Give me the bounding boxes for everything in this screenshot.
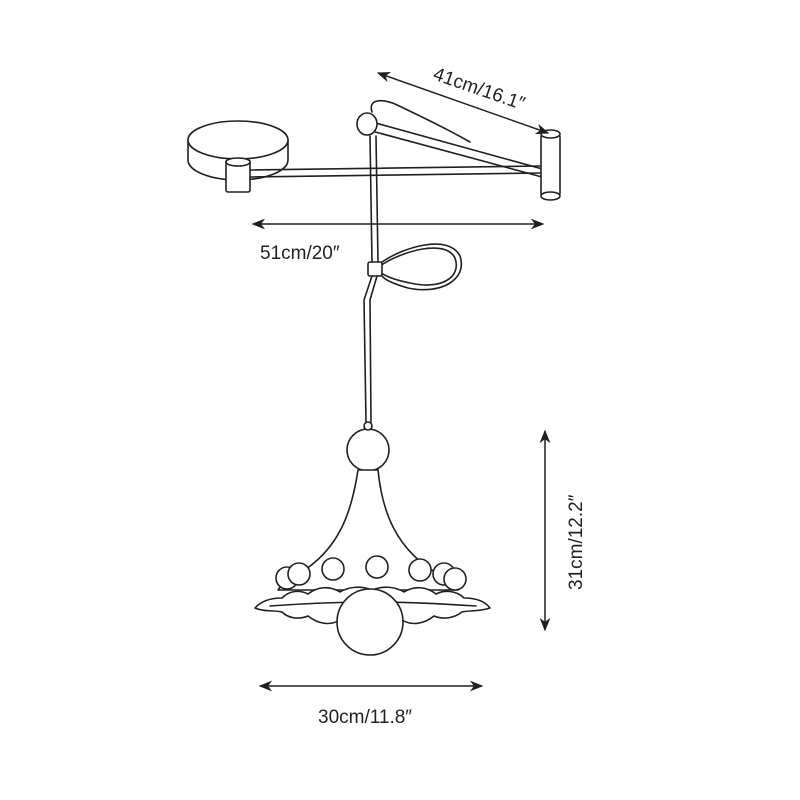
wall-canopy bbox=[187, 120, 289, 193]
power-cord bbox=[363, 99, 471, 423]
shade-height-dimension-label: 31cm/12.2″ bbox=[566, 494, 587, 590]
pivot-joint bbox=[540, 129, 561, 201]
shade-width-dimension-label: 30cm/11.8″ bbox=[318, 707, 412, 728]
arm-end-knob bbox=[356, 112, 378, 136]
dimension-arrows bbox=[251, 71, 551, 692]
pendant-shade bbox=[254, 421, 491, 656]
swing-arm-dimension-label: 41cm/16.1″ bbox=[430, 64, 527, 115]
arm-extension-dimension-label: 51cm/20″ bbox=[260, 243, 340, 264]
horizontal-arm bbox=[249, 165, 541, 178]
